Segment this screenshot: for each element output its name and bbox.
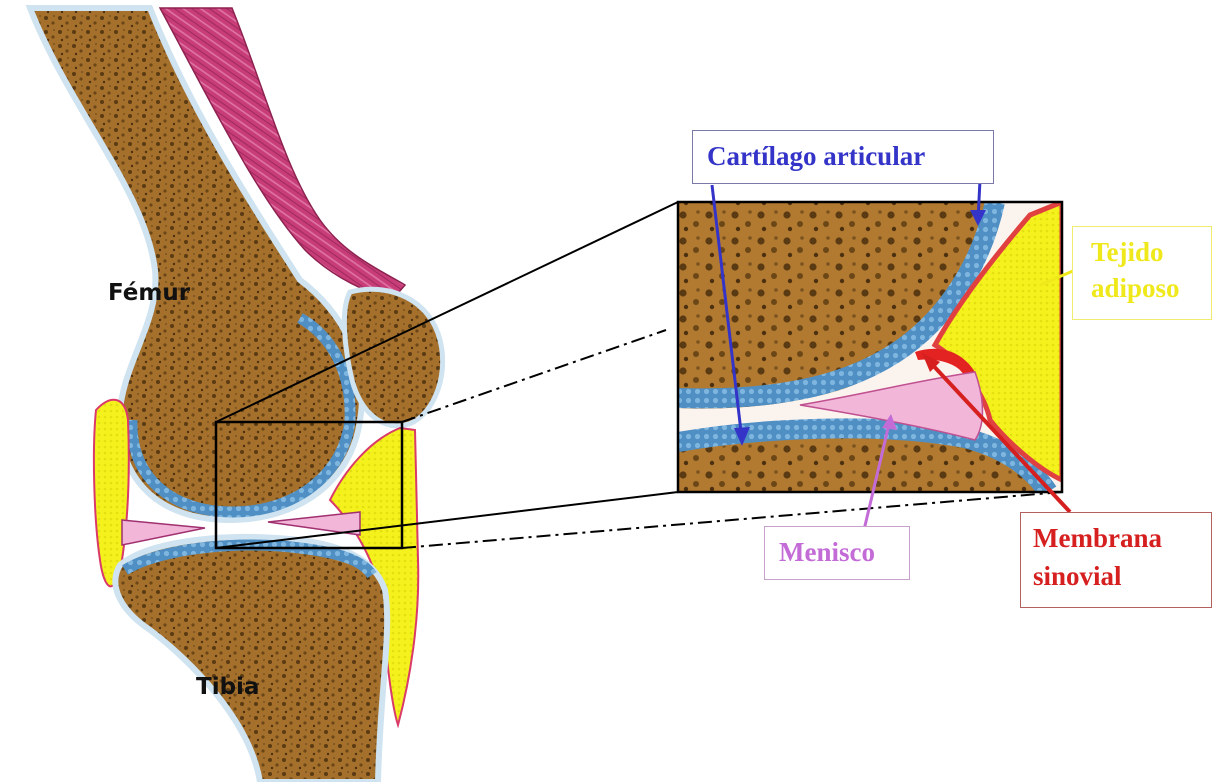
menisco-label: Menisco <box>779 537 875 568</box>
femur-bone <box>30 8 362 520</box>
membrana-label-line2: sinovial <box>1033 561 1122 592</box>
membrana-label-line1: Membrana <box>1033 523 1162 554</box>
tibia-bone <box>115 537 387 782</box>
femur-label: Fémur <box>108 280 190 306</box>
tejido-label-line2: adiposo <box>1091 273 1180 304</box>
tejido-callout: Tejido adiposo <box>1072 226 1212 320</box>
knee-illustration <box>30 8 443 782</box>
cartilago-label: Cartílago articular <box>707 141 925 172</box>
posterior-fat-pad <box>94 400 129 587</box>
tibia-label: Tibia <box>196 674 259 700</box>
membrana-callout: Membrana sinovial <box>1020 512 1212 608</box>
menisco-callout: Menisco <box>764 526 910 580</box>
tejido-label-line1: Tejido <box>1091 237 1164 268</box>
zoom-detail <box>678 202 1062 492</box>
cartilago-callout: Cartílago articular <box>692 130 994 184</box>
